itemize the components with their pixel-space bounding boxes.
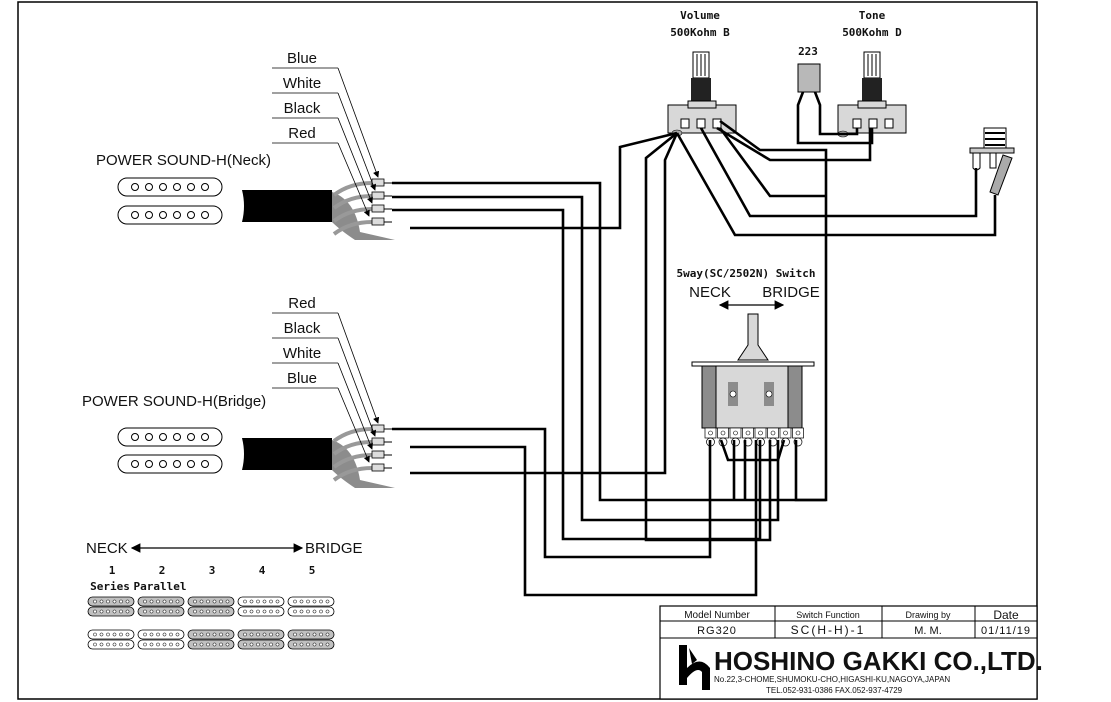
- pickup-state-icon: [187, 639, 235, 650]
- pickup-state-icon: [237, 596, 285, 607]
- value-switch-function: SC(H-H)-1: [791, 623, 866, 637]
- pickup-state-icon: [187, 629, 235, 640]
- company-address: No.22,3-CHOME,SHUMOKU-CHO,HIGASHI-KU,NAG…: [714, 675, 950, 684]
- pickup-state-icon: [87, 596, 135, 607]
- switch-neck-label: NECK: [689, 284, 731, 301]
- capacitor: 223: [796, 45, 874, 145]
- pickup-state-icon: [287, 606, 335, 617]
- neck-cable: [242, 190, 332, 222]
- value-model-number: RG320: [697, 625, 737, 637]
- pickup-state-icon: [87, 629, 135, 640]
- five-way-switch: 5way(SC/2502N) Switch NECK BRIDGE: [676, 267, 820, 447]
- wire-label-red: Red: [288, 295, 316, 312]
- pickup-state-icon: [237, 629, 285, 640]
- value-date: 01/11/19: [981, 625, 1031, 637]
- bridge-cable: [242, 438, 332, 470]
- pickup-state-icon: [237, 606, 285, 617]
- tone-pot-value: 500Kohm D: [842, 26, 902, 39]
- pickup-state-icon: [137, 629, 185, 640]
- pickup-state-icon: [187, 606, 235, 617]
- pickup-state-icon: [187, 596, 235, 607]
- pickup-state-icon: [137, 639, 185, 650]
- tone-pot: Tone 500Kohm D: [837, 9, 907, 138]
- wires: [392, 119, 997, 597]
- pickup-state-icon: [237, 639, 285, 650]
- volume-pot-name: Volume: [680, 9, 720, 22]
- volume-pot-value: 500Kohm B: [670, 26, 730, 39]
- pickup-state-icon: [87, 606, 135, 617]
- position-mode: Series: [90, 580, 130, 593]
- wire-label-blue: Blue: [287, 370, 317, 387]
- position-bridge-label: BRIDGE: [305, 540, 363, 557]
- pickup-state-icon: [137, 596, 185, 607]
- pickup-state-icon: [87, 639, 135, 650]
- position-mode: Parallel: [134, 580, 187, 593]
- wire-label-blue: Blue: [287, 50, 317, 67]
- pickup-state-icon: [287, 639, 335, 650]
- bridge-humbucker-icon: [117, 427, 223, 474]
- wire-label-red: Red: [288, 125, 316, 142]
- capacitor-label: 223: [798, 45, 818, 58]
- neck-pickup-title: POWER SOUND-H(Neck): [96, 152, 271, 169]
- switch-bridge-label: BRIDGE: [762, 284, 820, 301]
- position-neck-label: NECK: [86, 540, 128, 557]
- wire-label-black: Black: [284, 100, 321, 117]
- header-switch-function: Switch Function: [796, 610, 860, 620]
- neck-humbucker-icon: [117, 177, 223, 225]
- header-drawing-by: Drawing by: [905, 610, 951, 620]
- header-model-number: Model Number: [684, 610, 750, 621]
- hoshino-logo-icon: [679, 645, 710, 690]
- company-name: HOSHINO GAKKI CO.,LTD.: [714, 646, 1043, 676]
- bridge-pickup-title: POWER SOUND-H(Bridge): [82, 393, 266, 410]
- pickup-state-icon: [287, 596, 335, 607]
- pickup-state-icon: [137, 606, 185, 617]
- value-drawing-by: M. M.: [914, 625, 942, 637]
- header-date: Date: [993, 608, 1019, 622]
- tone-pot-name: Tone: [859, 9, 886, 22]
- wire-label-white: White: [283, 345, 321, 362]
- position-number: 4: [259, 564, 266, 577]
- position-number: 2: [159, 564, 166, 577]
- wire-label-white: White: [283, 75, 321, 92]
- output-jack: [969, 127, 1015, 196]
- title-block: Model Number Switch Function Drawing by …: [659, 605, 1043, 700]
- pickup-state-icon: [287, 629, 335, 640]
- company-phone: TEL.052-931-0386 FAX.052-937-4729: [766, 686, 903, 695]
- position-number: 3: [209, 564, 216, 577]
- switch-title: 5way(SC/2502N) Switch: [676, 267, 815, 280]
- drawing-border: [17, 1, 1038, 700]
- position-number: 5: [309, 564, 316, 577]
- position-number: 1: [109, 564, 116, 577]
- volume-pot: Volume 500Kohm B: [667, 9, 737, 137]
- wire-label-black: Black: [284, 320, 321, 337]
